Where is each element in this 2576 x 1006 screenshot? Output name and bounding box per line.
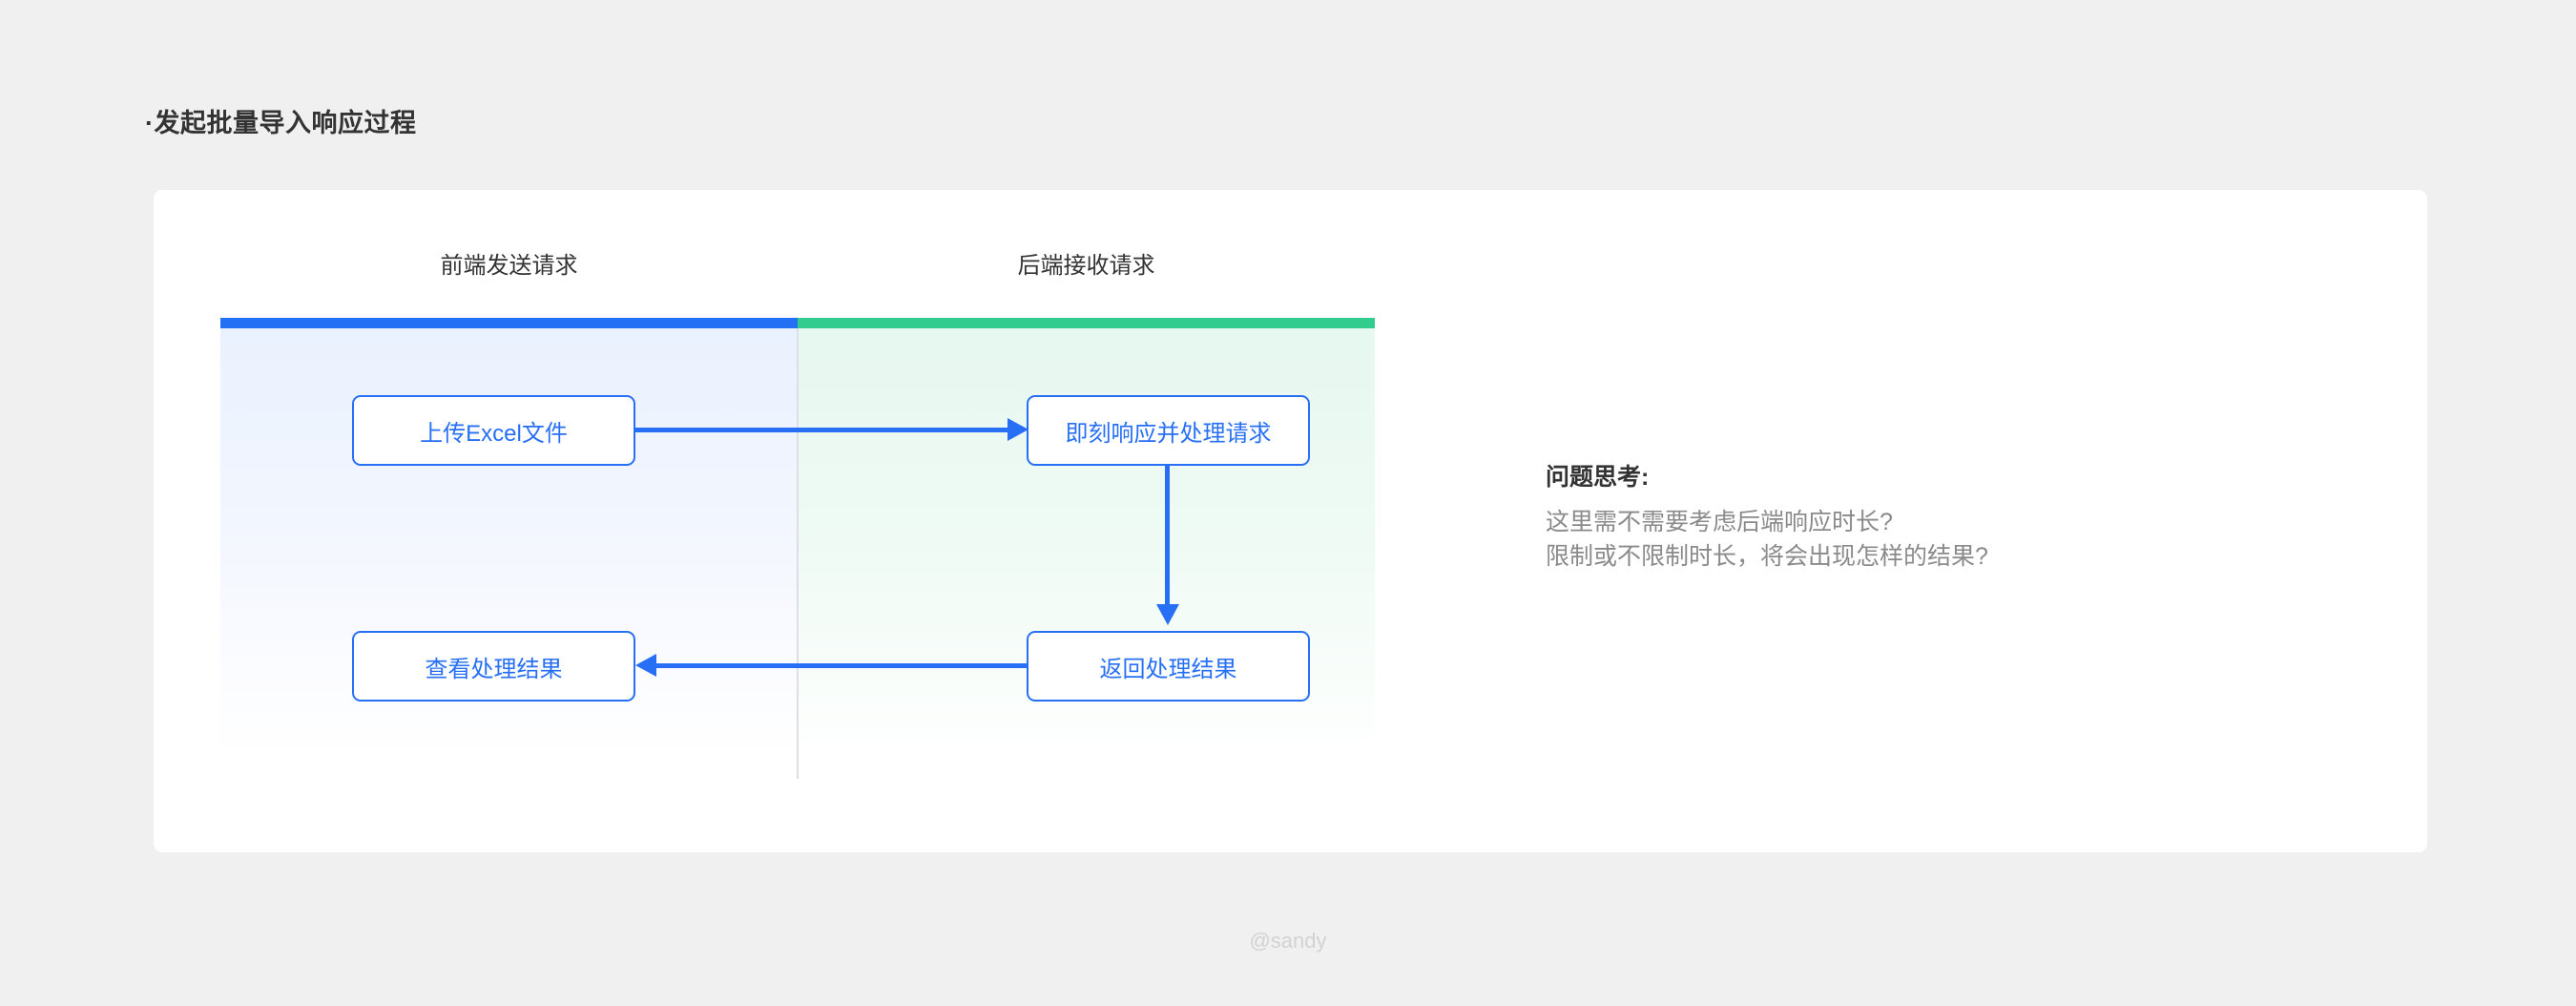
notes-title: 问题思考: — [1546, 464, 1650, 491]
notes-line-1: 这里需不需要考虑后端响应时长? — [1546, 509, 1893, 535]
swimlane-header-backend: 后端接收请求 — [1017, 253, 1155, 279]
swimlane-header-frontend: 前端发送请求 — [440, 253, 578, 279]
notes-block: 问题思考: 这里需不需要考虑后端响应时长? 限制或不限制时长，将会出现怎样的结果… — [1546, 458, 2271, 574]
arrow-respond-to-return-line — [1165, 466, 1170, 609]
node-return-result[interactable]: 返回处理结果 — [1027, 631, 1310, 702]
swimlane-divider — [797, 328, 799, 779]
watermark: @sandy — [1249, 929, 1327, 953]
arrow-down-icon — [1156, 604, 1179, 625]
arrow-left-icon — [635, 654, 656, 677]
swimlane-frontend-bar — [220, 318, 798, 328]
arrow-return-to-view-line — [654, 663, 1027, 668]
notes-line-2: 限制或不限制时长，将会出现怎样的结果? — [1546, 542, 1988, 570]
node-respond-and-handle-request[interactable]: 即刻响应并处理请求 — [1027, 395, 1310, 466]
arrow-right-icon — [1008, 418, 1028, 441]
node-upload-excel[interactable]: 上传Excel文件 — [352, 395, 635, 466]
page-title: ·发起批量导入响应过程 — [145, 109, 417, 137]
node-view-result[interactable]: 查看处理结果 — [352, 631, 635, 702]
swimlane-backend-bar — [798, 318, 1375, 328]
arrow-upload-to-respond-line — [635, 428, 1012, 432]
